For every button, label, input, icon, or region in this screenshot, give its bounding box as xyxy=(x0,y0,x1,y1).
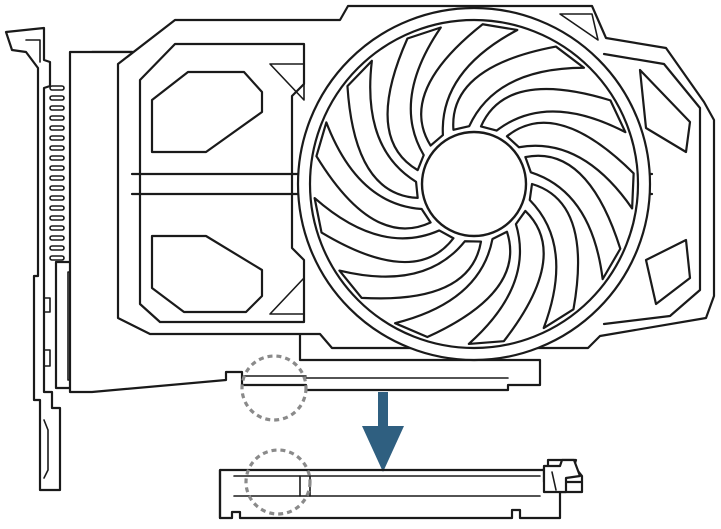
cooling-fan xyxy=(296,6,652,362)
notch-highlight-slot xyxy=(244,448,312,516)
fan-blade xyxy=(338,240,483,300)
mounting-bracket xyxy=(4,26,65,492)
fan-blade xyxy=(315,121,432,230)
fan-hub xyxy=(420,130,528,238)
fan-blade xyxy=(393,230,512,339)
fan-blade xyxy=(479,87,627,134)
fan-blade xyxy=(313,197,455,264)
notch-highlight-card xyxy=(240,354,308,422)
fan-blade xyxy=(420,23,519,147)
fan-blade xyxy=(467,209,545,346)
fan-blade xyxy=(452,45,586,131)
pci-express-slot xyxy=(218,458,584,520)
fan-blade xyxy=(386,26,442,172)
fan-blade xyxy=(505,121,635,210)
insertion-arrow xyxy=(362,392,404,472)
fan-blade xyxy=(524,154,622,281)
bracket-vent-slots xyxy=(49,85,65,261)
fan-blade xyxy=(346,59,419,199)
fan-blade xyxy=(528,182,580,330)
fan-blades xyxy=(313,23,635,346)
